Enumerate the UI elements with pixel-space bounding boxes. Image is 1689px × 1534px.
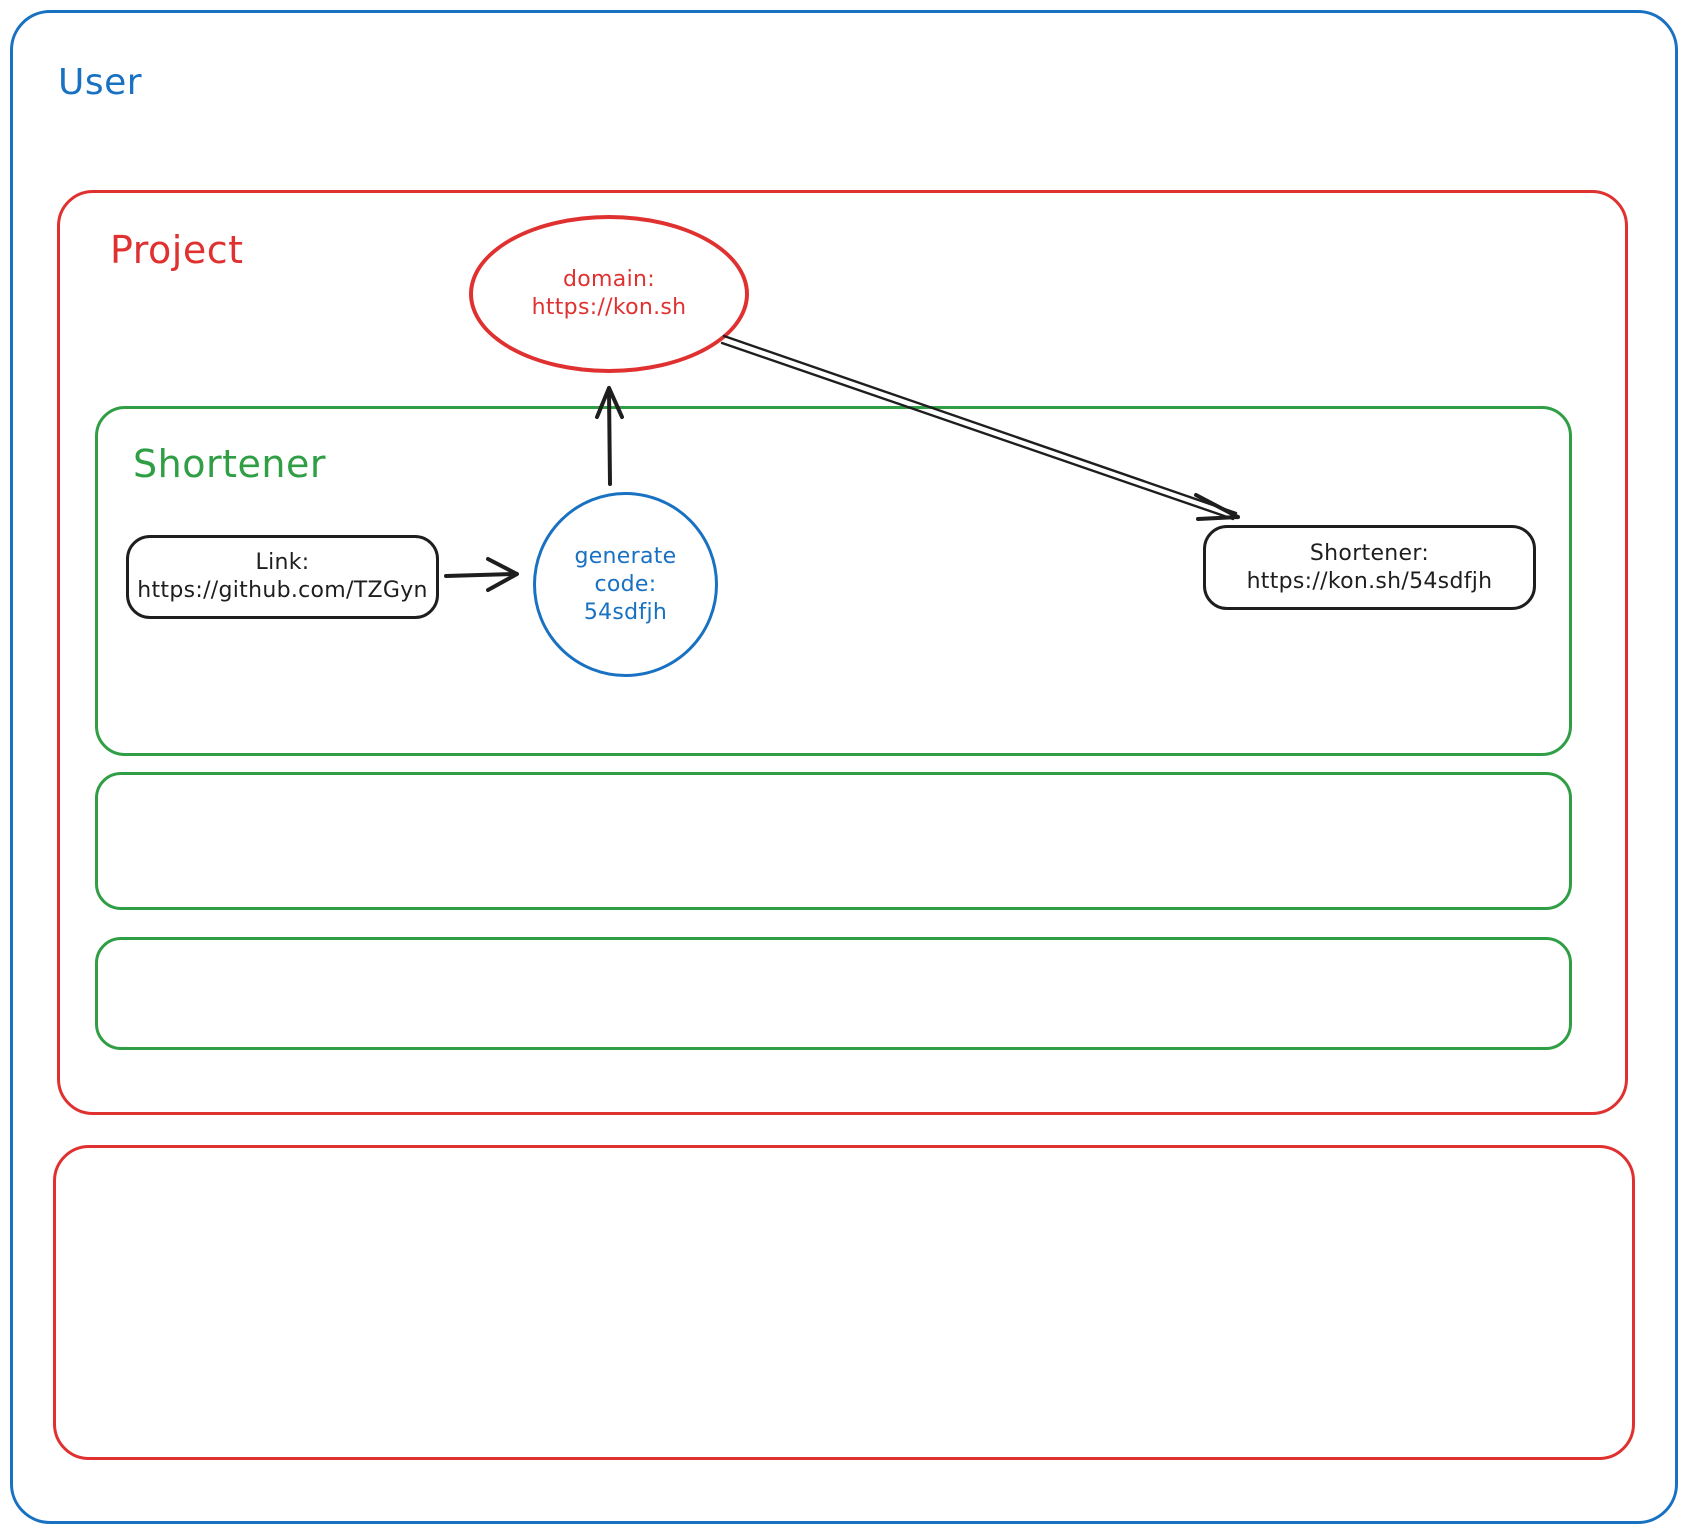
generate-line-2: code: <box>594 571 657 597</box>
project-empty-row-2 <box>95 937 1572 1050</box>
user-empty-row <box>53 1145 1635 1460</box>
domain-line-2: https://kon.sh <box>531 295 687 320</box>
generate-line-1: generate <box>574 543 677 569</box>
link-box: Link: https://github.com/TZGyn <box>126 535 439 619</box>
link-line-2: https://github.com/TZGyn <box>137 578 428 603</box>
project-empty-row-1 <box>95 772 1572 910</box>
user-label: User <box>58 62 143 103</box>
project-container <box>57 190 1628 1115</box>
generate-line-3: 54sdfjh <box>583 599 668 625</box>
user-container <box>10 10 1678 1524</box>
shortener-result-text: Shortener: https://kon.sh/54sdfjh <box>1247 540 1493 596</box>
shortener-result-box: Shortener: https://kon.sh/54sdfjh <box>1203 525 1536 610</box>
domain-line-1: domain: <box>563 267 655 292</box>
generate-code-text: generate code: 54sdfjh <box>574 543 676 627</box>
result-line-2: https://kon.sh/54sdfjh <box>1246 568 1493 594</box>
result-line-1: Shortener: <box>1309 540 1430 566</box>
shortener-label: Shortener <box>133 442 326 486</box>
project-label: Project <box>110 228 244 272</box>
link-line-1: Link: <box>255 550 310 575</box>
domain-ellipse-text: domain: https://kon.sh <box>532 266 687 322</box>
domain-ellipse: domain: https://kon.sh <box>469 215 749 373</box>
link-box-text: Link: https://github.com/TZGyn <box>137 549 428 605</box>
generate-code-circle: generate code: 54sdfjh <box>533 492 718 677</box>
